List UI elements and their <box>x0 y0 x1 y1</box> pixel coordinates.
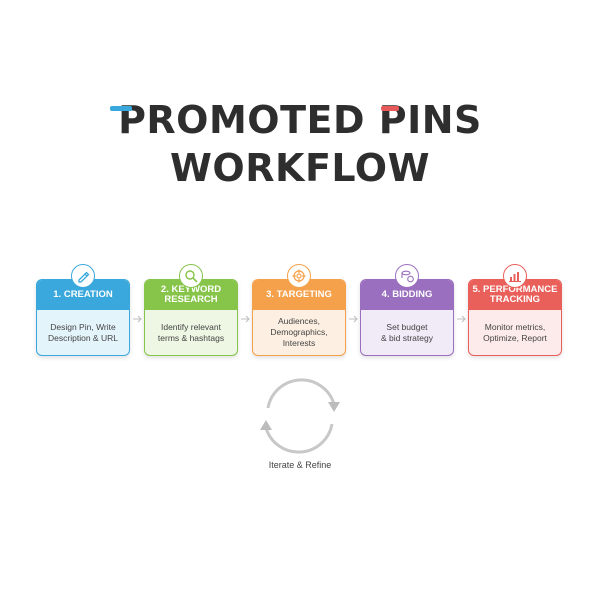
title-accent-red <box>381 106 399 111</box>
arrow-icon <box>349 315 358 323</box>
bar-chart-icon <box>503 264 527 288</box>
title-accent-blue <box>110 106 132 111</box>
step-description: Design Pin, Write Description & URL <box>48 321 118 343</box>
step-description: Set budget & bid strategy <box>381 321 433 343</box>
coins-icon <box>395 264 419 288</box>
cycle-label: Iterate & Refine <box>268 460 332 470</box>
title-text-2: WORKFLOW <box>170 146 430 190</box>
cycle-icon <box>260 378 340 454</box>
page-title: PROMOTED PINS WORKFLOW <box>0 96 600 192</box>
step-description: Audiences, Demographics, Interests <box>270 316 328 348</box>
arrow-icon <box>133 315 142 323</box>
magnifier-icon <box>179 264 203 288</box>
step-description: Monitor metrics, Optimize, Report <box>483 321 547 343</box>
arrow-icon <box>241 315 250 323</box>
title-line-1: PROMOTED PINS <box>0 96 600 144</box>
arrow-icon <box>457 315 466 323</box>
target-icon <box>287 264 311 288</box>
step-description: Identify relevant terms & hashtags <box>157 321 225 343</box>
title-text-1: PROMOTED PINS <box>118 98 482 142</box>
pen-icon <box>71 264 95 288</box>
